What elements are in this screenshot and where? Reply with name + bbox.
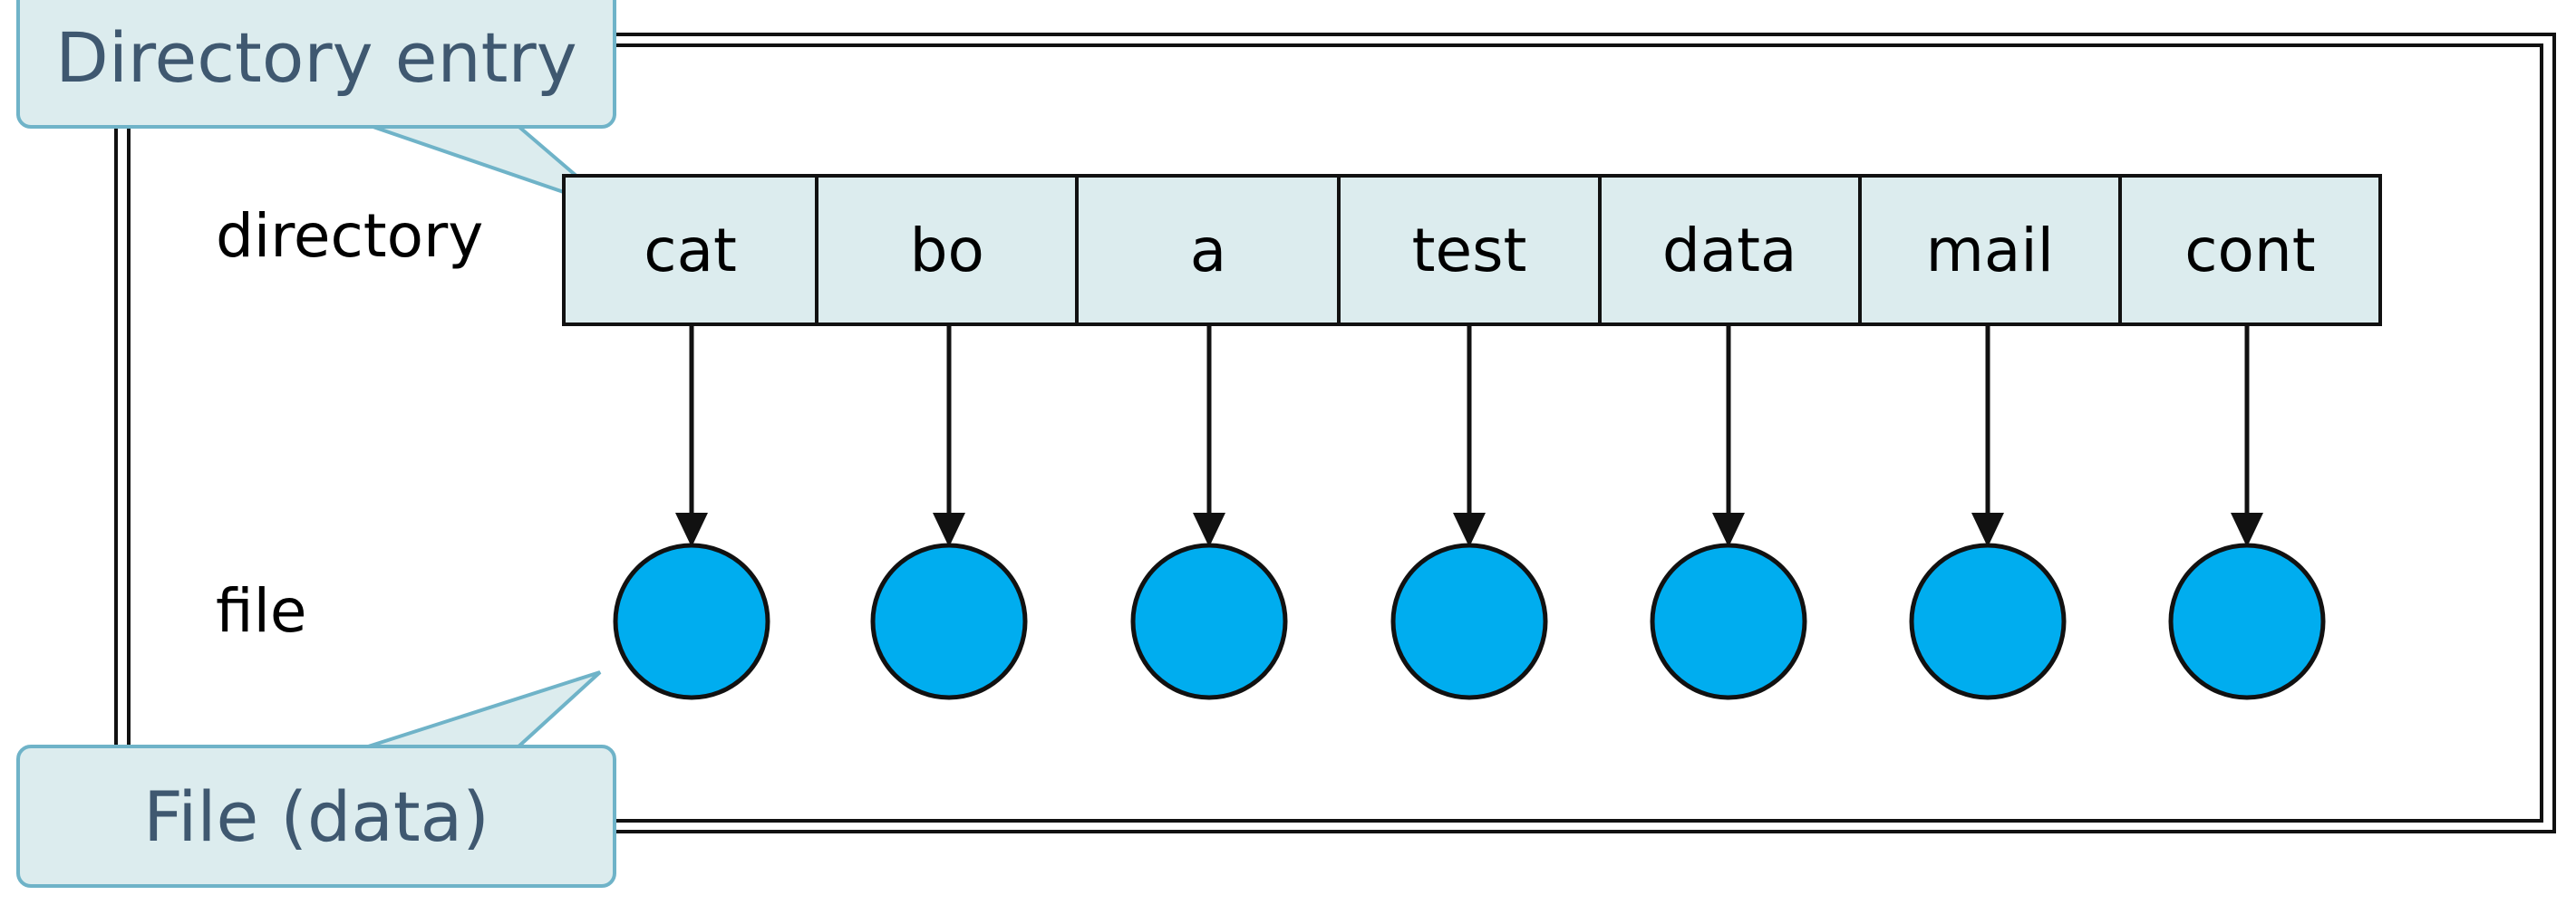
pointer-arrows — [675, 326, 2263, 547]
arrow-head-data — [1712, 513, 1745, 547]
file-nodes — [613, 543, 2326, 700]
file-node-data — [1650, 543, 1807, 700]
file-node-cat — [613, 543, 770, 700]
arrow-head-test — [1453, 513, 1486, 547]
directory-entry-test: test — [1337, 174, 1602, 326]
arrow-head-cat — [675, 513, 708, 547]
inner-frame — [127, 43, 2543, 823]
callout-file-tail — [362, 670, 602, 750]
directory-entry-cont: cont — [2117, 174, 2383, 326]
arrow-head-a — [1193, 513, 1225, 547]
arrow-head-cont — [2231, 513, 2263, 547]
callout-directory-entry: Directory entry — [16, 0, 616, 129]
file-row-label: file — [216, 576, 307, 646]
directory-row-label: directory — [216, 201, 484, 271]
file-node-a — [1130, 543, 1288, 700]
file-node-bo — [870, 543, 1028, 700]
directory-entry-a: a — [1075, 174, 1341, 326]
arrow-head-mail — [1971, 513, 2004, 547]
directory-entry-cat: cat — [562, 174, 819, 326]
directory-entry-bo: bo — [815, 174, 1080, 326]
outer-frame — [114, 33, 2556, 833]
file-node-test — [1390, 543, 1548, 700]
file-node-mail — [1909, 543, 2067, 700]
file-node-cont — [2168, 543, 2326, 700]
directory-entry-mail: mail — [1857, 174, 2122, 326]
callout-file-data: File (data) — [16, 745, 616, 888]
directory-entry-data: data — [1597, 174, 1862, 326]
arrow-head-bo — [933, 513, 965, 547]
